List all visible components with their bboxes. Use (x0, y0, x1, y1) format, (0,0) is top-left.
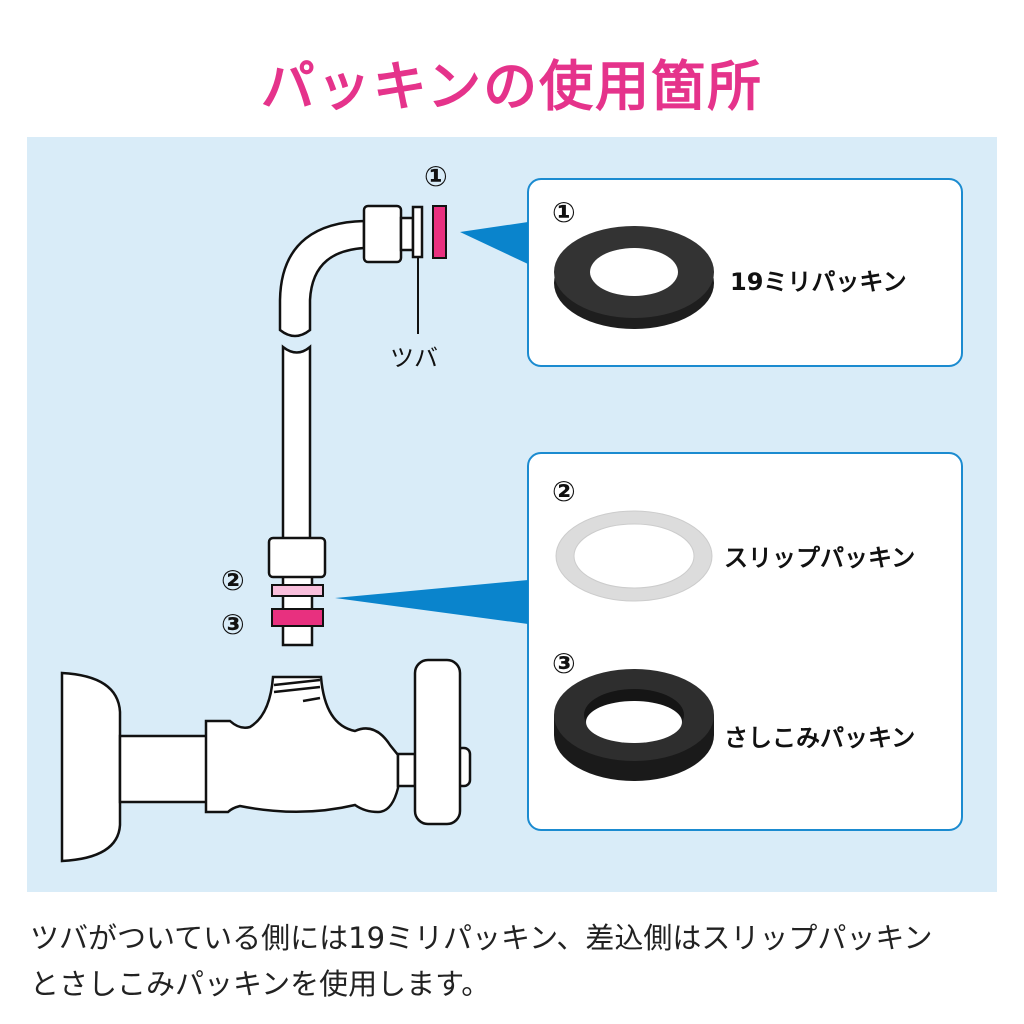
marker-3-label: ③ (221, 608, 245, 641)
packing-3-number: ③ (552, 647, 576, 680)
packing-1-number: ① (552, 196, 576, 229)
packing-2-number: ② (552, 475, 576, 508)
caption-line-1: ツバがついている側には19ミリパッキン、差込側はスリップパッキン (30, 921, 933, 955)
packing-2-marker (271, 584, 324, 597)
page-title: パッキンの使用箇所 (260, 55, 764, 118)
packing-1-marker (432, 205, 447, 259)
packing-3-marker (271, 608, 324, 627)
packing-3-name: さしこみパッキン (724, 724, 916, 752)
callout-pointer-2 (335, 580, 528, 624)
marker-2-label: ② (221, 564, 245, 597)
packing-1-name: 19ミリパッキン (730, 268, 907, 296)
ring-slip-icon (555, 510, 713, 602)
ring-19mm-icon (554, 226, 714, 329)
valve-icon (60, 658, 472, 863)
hose-icon (267, 204, 424, 647)
callout-pointer-1 (460, 222, 528, 264)
ring-insert-icon (554, 669, 714, 781)
packing-2-name: スリップパッキン (724, 544, 916, 572)
marker-1-label: ① (424, 160, 448, 193)
flange-label: ツバ (390, 344, 438, 372)
caption-line-2: とさしこみパッキンを使用します。 (30, 967, 491, 1001)
caption: ツバがついている側には19ミリパッキン、差込側はスリップパッキン とさしこみパッ… (30, 915, 1010, 1007)
